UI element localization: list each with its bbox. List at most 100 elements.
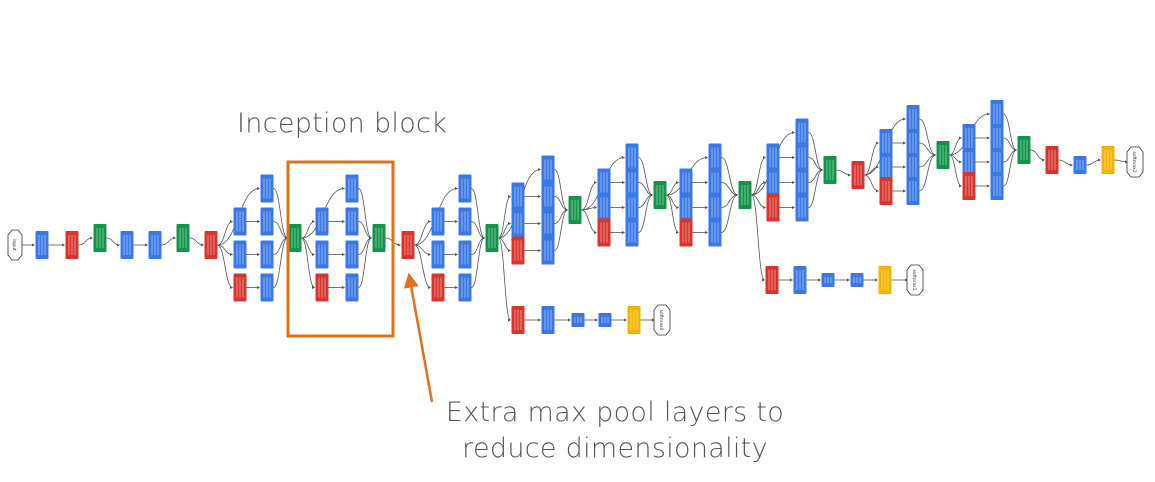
- conv-layer-node: [708, 218, 722, 247]
- pool-layer-node: [511, 306, 525, 334]
- edge: [217, 244, 234, 290]
- edge: [864, 174, 880, 193]
- concat-layer-node: [176, 224, 190, 252]
- conv-layer-node: [679, 168, 693, 197]
- edge: [1086, 158, 1102, 166]
- edge: [919, 153, 937, 192]
- pool-note: Extra max pool layers to reduce dimensio…: [430, 395, 800, 467]
- pool-layer-node: [431, 273, 445, 302]
- terminal-shape: [7, 229, 23, 261]
- terminal-shape: [1126, 146, 1144, 178]
- edge: [498, 194, 512, 239]
- conv-layer-node: [708, 143, 722, 172]
- inception-block-label: Inception block: [237, 108, 448, 139]
- conv-layer-node: [598, 313, 612, 327]
- conv-layer-node: [35, 231, 49, 259]
- conv-layer-node: [962, 124, 976, 152]
- softmax-layer-node: [627, 306, 641, 334]
- terminal-node-softmax0: softmax0: [653, 304, 671, 336]
- conv-layer-node: [906, 153, 920, 181]
- pool-layer-node: [65, 231, 79, 259]
- terminal-node-softmax1: softmax1: [906, 264, 924, 296]
- conv-layer-node: [260, 240, 274, 269]
- conv-layer-node: [458, 174, 472, 203]
- conv-layer-node: [458, 207, 472, 236]
- conv-layer-node: [906, 105, 920, 133]
- conv-layer-node: [990, 172, 1004, 200]
- concat-layer-node: [653, 181, 667, 209]
- conv-layer-node: [1073, 156, 1087, 174]
- conv-layer-node: [906, 177, 920, 205]
- pool-layer-node: [962, 172, 976, 200]
- conv-layer-node: [990, 148, 1004, 176]
- conv-layer-node: [766, 168, 780, 197]
- conv-layer-node: [260, 174, 274, 203]
- conv-layer-node: [233, 207, 247, 236]
- conv-layer-node: [431, 207, 445, 236]
- edge: [471, 236, 486, 288]
- terminal-shape: [653, 304, 671, 336]
- edge: [301, 237, 316, 290]
- concat-layer-node: [936, 141, 950, 169]
- conv-layer-node: [260, 273, 274, 302]
- conv-layer-node: [766, 143, 780, 172]
- conv-layer-node: [879, 153, 893, 181]
- conv-layer-node: [850, 273, 864, 287]
- conv-layer-node: [541, 209, 555, 238]
- edge: [498, 237, 512, 322]
- pool-layer-node: [511, 236, 525, 265]
- concat-layer-node: [93, 224, 107, 252]
- pool-layer-node: [765, 266, 779, 294]
- edge: [498, 237, 512, 253]
- conv-layer-node: [431, 240, 445, 269]
- concat-layer-node: [1017, 136, 1031, 164]
- edge: [554, 208, 569, 251]
- concat-layer-node: [738, 181, 752, 209]
- terminal-node-softmax2: softmax2: [1126, 146, 1144, 178]
- edge: [751, 194, 766, 282]
- conv-layer-node: [625, 193, 639, 222]
- edge: [189, 237, 205, 247]
- conv-layer-node: [625, 168, 639, 197]
- edge: [414, 219, 432, 246]
- edge: [273, 236, 289, 288]
- edge: [581, 205, 598, 211]
- conv-layer-node: [315, 207, 329, 236]
- edge: [217, 219, 234, 246]
- conv-layer-node: [906, 129, 920, 157]
- conv-layer-node: [962, 148, 976, 176]
- conv-layer-node: [260, 207, 274, 236]
- terminal-label: softmax1: [911, 269, 917, 290]
- pool-layer-node: [233, 273, 247, 302]
- edge: [161, 236, 177, 246]
- conv-layer-node: [708, 193, 722, 222]
- edge: [414, 244, 432, 290]
- conv-layer-node: [541, 182, 555, 211]
- edge: [106, 237, 121, 247]
- pool-layer-node: [851, 161, 865, 189]
- pool-note-line-1: Extra max pool layers to: [445, 397, 785, 428]
- edge: [864, 165, 880, 176]
- conv-layer-node: [795, 143, 809, 172]
- edge: [721, 193, 739, 233]
- node-layer: [35, 100, 1115, 334]
- softmax-layer-node: [1101, 146, 1115, 174]
- conv-layer-node: [795, 193, 809, 222]
- edge: [581, 209, 598, 235]
- conv-layer-node: [795, 168, 809, 197]
- conv-layer-node: [541, 155, 555, 184]
- concat-layer-node: [823, 156, 837, 184]
- edge: [358, 236, 373, 288]
- conv-layer-node: [148, 231, 162, 259]
- concat-layer-node: [288, 224, 302, 252]
- pool-note-line-2: reduce dimensionality: [462, 433, 768, 464]
- concat-layer-node: [372, 224, 386, 252]
- conv-layer-node: [990, 124, 1004, 152]
- concat-layer-node: [485, 224, 499, 252]
- conv-layer-node: [597, 193, 611, 222]
- conv-layer-node: [345, 240, 359, 269]
- pool-layer-node: [401, 231, 415, 259]
